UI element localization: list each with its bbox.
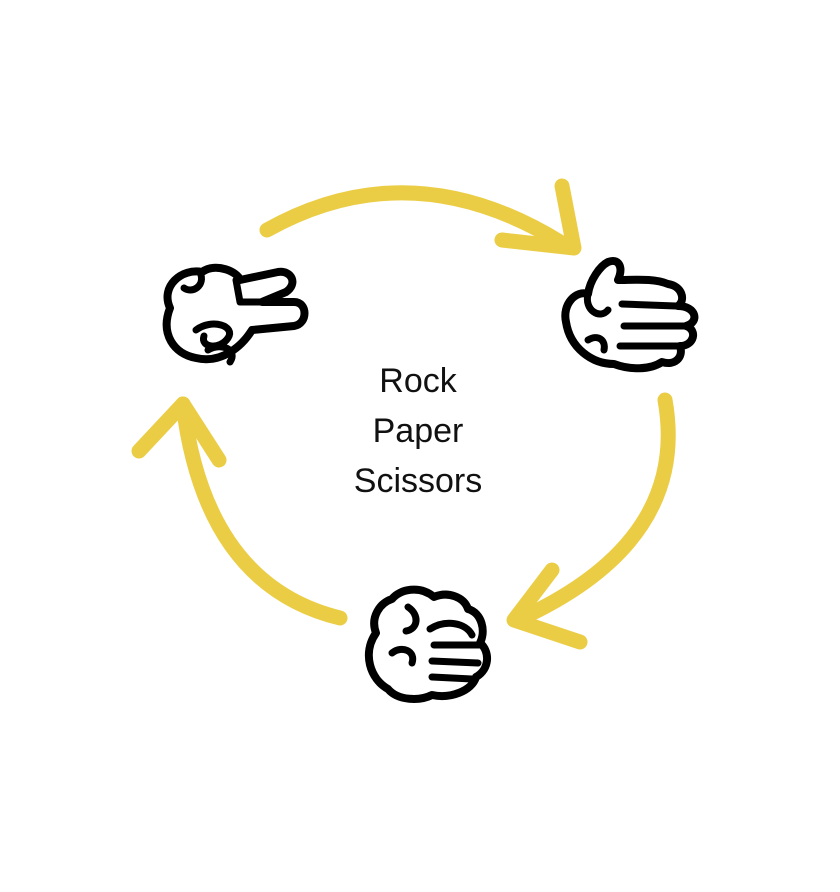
- arrow-rock-to-scissors: [131, 396, 348, 626]
- rock-fist-icon: [364, 585, 491, 703]
- title-line-2: Paper: [373, 412, 464, 450]
- paper-hand-icon: [561, 257, 699, 373]
- title-line-1: Rock: [379, 362, 457, 400]
- arrow-paper-to-rock: [506, 392, 676, 650]
- cycle-arrows: [131, 178, 676, 650]
- scissors-hand-icon: [162, 263, 309, 366]
- diagram-title: Rock Paper Scissors: [354, 362, 482, 500]
- title-line-3: Scissors: [354, 462, 482, 500]
- arrow-scissors-to-paper: [259, 178, 582, 256]
